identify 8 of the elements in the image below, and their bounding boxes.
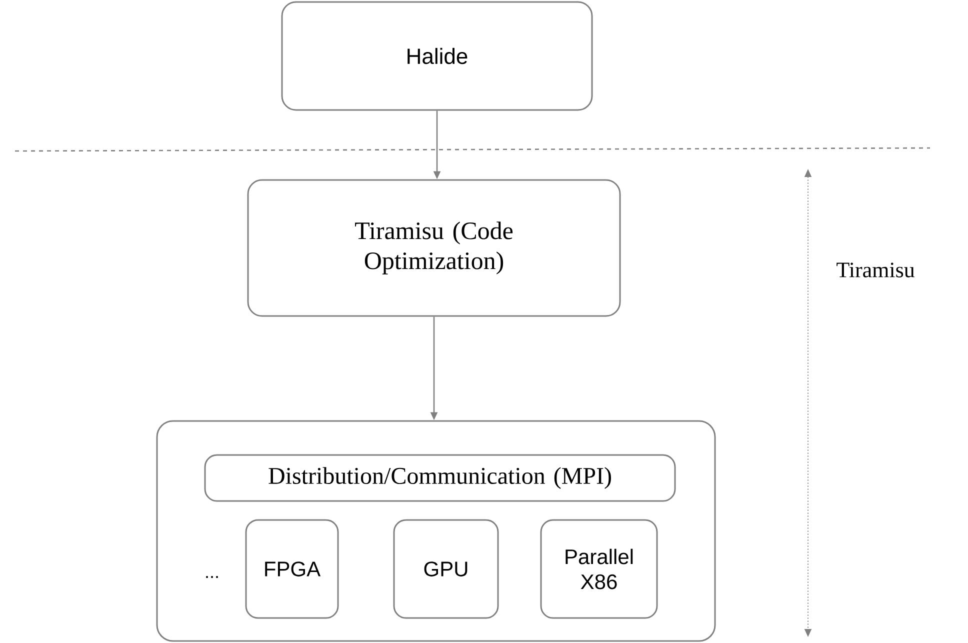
process-box: Distribution/Communication (MPI) <box>204 454 676 502</box>
process-box: Tiramisu (Code Optimization) <box>247 179 621 317</box>
process-box: Parallel X86 <box>540 519 658 619</box>
process-box: GPU <box>393 519 499 619</box>
process-box: FPGA <box>245 519 339 619</box>
process-box: Halide <box>281 1 593 111</box>
ellipsis-label: ... <box>206 576 218 578</box>
side-label: Tiramisu <box>836 262 915 278</box>
